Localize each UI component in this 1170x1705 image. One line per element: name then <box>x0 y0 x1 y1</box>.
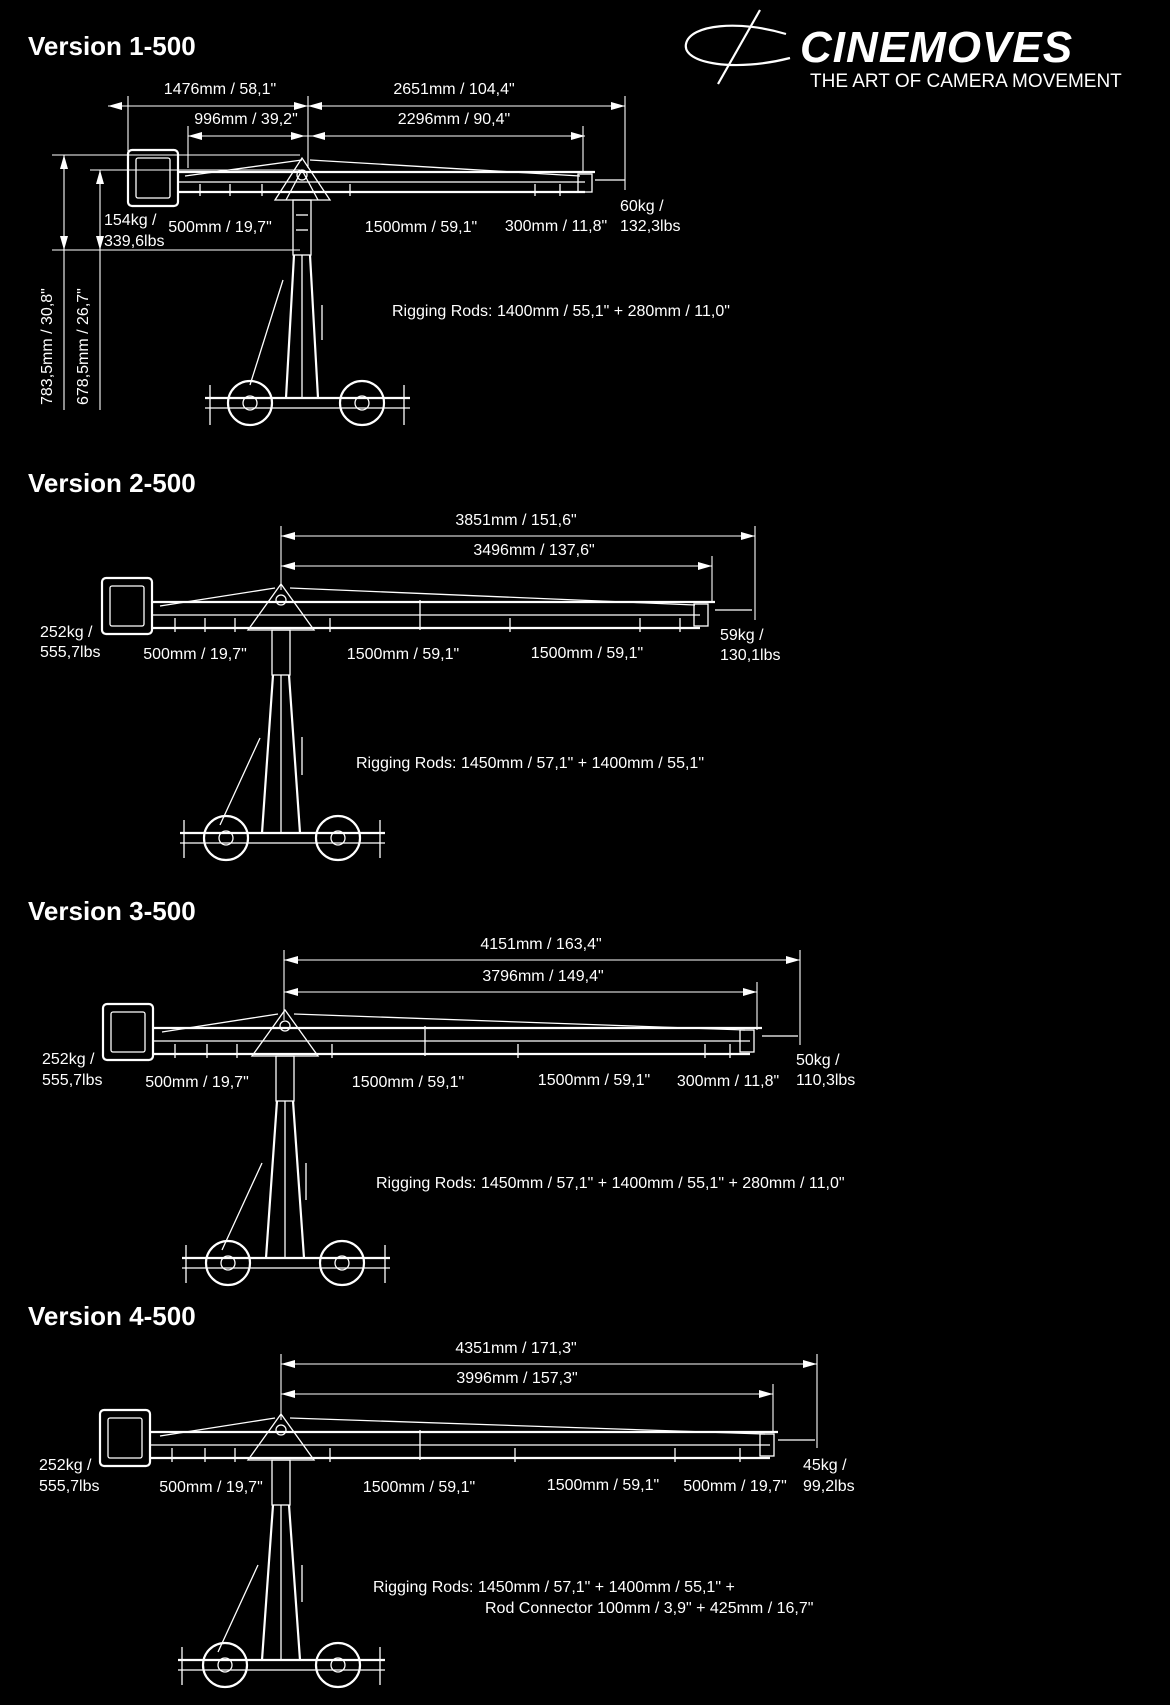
version-1-dim-front-inner: 2296mm / 90,4" <box>398 111 510 128</box>
version-4-segment-3: 1500mm / 59,1" <box>547 1477 659 1494</box>
version-1-payload-kg: 60kg / <box>620 198 664 215</box>
version-1-rigging-rods: Rigging Rods: 1400mm / 55,1" + 280mm / 1… <box>392 303 730 320</box>
version-3-counterweight-kg: 252kg / <box>42 1051 95 1068</box>
brand-swoosh-icon <box>684 9 791 85</box>
version-4-counterweight-kg: 252kg / <box>39 1457 92 1474</box>
version-3-dim-total: 4151mm / 163,4" <box>480 936 601 953</box>
version-1-panel: Version 1-500 1476mm / 58,1" 2651mm / 10… <box>28 31 730 427</box>
version-4-payload-lbs: 99,2lbs <box>803 1478 855 1495</box>
version-4-segment-2: 1500mm / 59,1" <box>363 1479 475 1496</box>
version-2-dimension-lines <box>280 526 756 620</box>
version-3-payload-kg: 50kg / <box>796 1052 840 1069</box>
version-2-segment-3: 1500mm / 59,1" <box>531 645 643 662</box>
version-4-panel: Version 4-500 4351mm / 171,3" 3996mm / 1… <box>28 1301 855 1689</box>
version-4-segment-4: 500mm / 19,7" <box>683 1478 787 1495</box>
version-4-dim-total: 4351mm / 171,3" <box>455 1340 576 1357</box>
version-4-segment-1: 500mm / 19,7" <box>159 1479 263 1496</box>
version-2-dim-total: 3851mm / 151,6" <box>455 512 576 529</box>
brand-name: CINEMOVES <box>800 23 1073 72</box>
version-1-dimension-lines <box>52 96 626 410</box>
version-1-payload-lbs: 132,3lbs <box>620 218 681 235</box>
version-4-rigging-rods-line-2: Rod Connector 100mm / 3,9" + 425mm / 16,… <box>485 1600 813 1617</box>
version-1-title: Version 1-500 <box>28 31 196 61</box>
version-3-title: Version 3-500 <box>28 896 196 926</box>
version-3-dimension-lines <box>283 950 801 1045</box>
version-1-crane-drawing <box>126 148 625 427</box>
version-3-dim-inner: 3796mm / 149,4" <box>482 968 603 985</box>
version-1-segment-2: 1500mm / 59,1" <box>365 219 477 236</box>
version-3-segment-3: 1500mm / 59,1" <box>538 1072 650 1089</box>
brand-tagline: THE ART OF CAMERA MOVEMENT <box>810 71 1122 92</box>
version-3-rigging-rods: Rigging Rods: 1450mm / 57,1" + 1400mm / … <box>376 1175 845 1192</box>
version-1-counterweight-kg: 154kg / <box>104 212 157 229</box>
version-1-dim-front-total: 2651mm / 104,4" <box>393 81 514 98</box>
version-4-dim-inner: 3996mm / 157,3" <box>456 1370 577 1387</box>
version-1-segment-3: 300mm / 11,8" <box>505 218 607 235</box>
version-1-dim-rear-inner: 996mm / 39,2" <box>194 111 298 128</box>
version-3-payload-lbs: 110,3lbs <box>796 1072 855 1089</box>
version-2-rigging-rods: Rigging Rods: 1450mm / 57,1" + 1400mm / … <box>356 755 704 772</box>
version-1-dim-rear-total: 1476mm / 58,1" <box>164 81 276 98</box>
version-2-counterweight-kg: 252kg / <box>40 624 93 641</box>
brand-logo: CINEMOVES THE ART OF CAMERA MOVEMENT <box>684 9 1122 92</box>
version-1-height-min: 678,5mm / 26,7" <box>75 288 92 405</box>
version-4-title: Version 4-500 <box>28 1301 196 1331</box>
version-2-dim-inner: 3496mm / 137,6" <box>473 542 594 559</box>
version-3-panel: Version 3-500 4151mm / 163,4" 3796mm / 1… <box>28 896 855 1287</box>
version-1-segment-1: 500mm / 19,7" <box>168 219 272 236</box>
version-2-segment-1: 500mm / 19,7" <box>143 646 247 663</box>
version-2-title: Version 2-500 <box>28 468 196 498</box>
version-3-segment-4: 300mm / 11,8" <box>677 1073 779 1090</box>
version-4-dimension-lines <box>280 1354 818 1448</box>
version-2-payload-lbs: 130,1lbs <box>720 647 781 664</box>
version-2-crane-drawing <box>100 576 752 862</box>
version-1-height-max: 783,5mm / 30,8" <box>39 288 56 405</box>
version-1-counterweight-lbs: 339,6lbs <box>104 233 165 250</box>
version-3-crane-drawing <box>101 1002 798 1287</box>
version-3-counterweight-lbs: 555,7lbs <box>42 1072 103 1089</box>
version-2-panel: Version 2-500 3851mm / 151,6" 3496mm / 1… <box>28 468 781 862</box>
version-4-rigging-rods-line-1: Rigging Rods: 1450mm / 57,1" + 1400mm / … <box>373 1579 735 1596</box>
version-4-crane-drawing <box>98 1408 815 1689</box>
version-3-segment-1: 500mm / 19,7" <box>145 1074 249 1091</box>
version-2-counterweight-lbs: 555,7lbs <box>40 644 101 661</box>
version-4-counterweight-lbs: 555,7lbs <box>39 1478 100 1495</box>
version-4-payload-kg: 45kg / <box>803 1457 847 1474</box>
version-2-payload-kg: 59kg / <box>720 627 764 644</box>
version-3-segment-2: 1500mm / 59,1" <box>352 1074 464 1091</box>
version-2-segment-2: 1500mm / 59,1" <box>347 646 459 663</box>
